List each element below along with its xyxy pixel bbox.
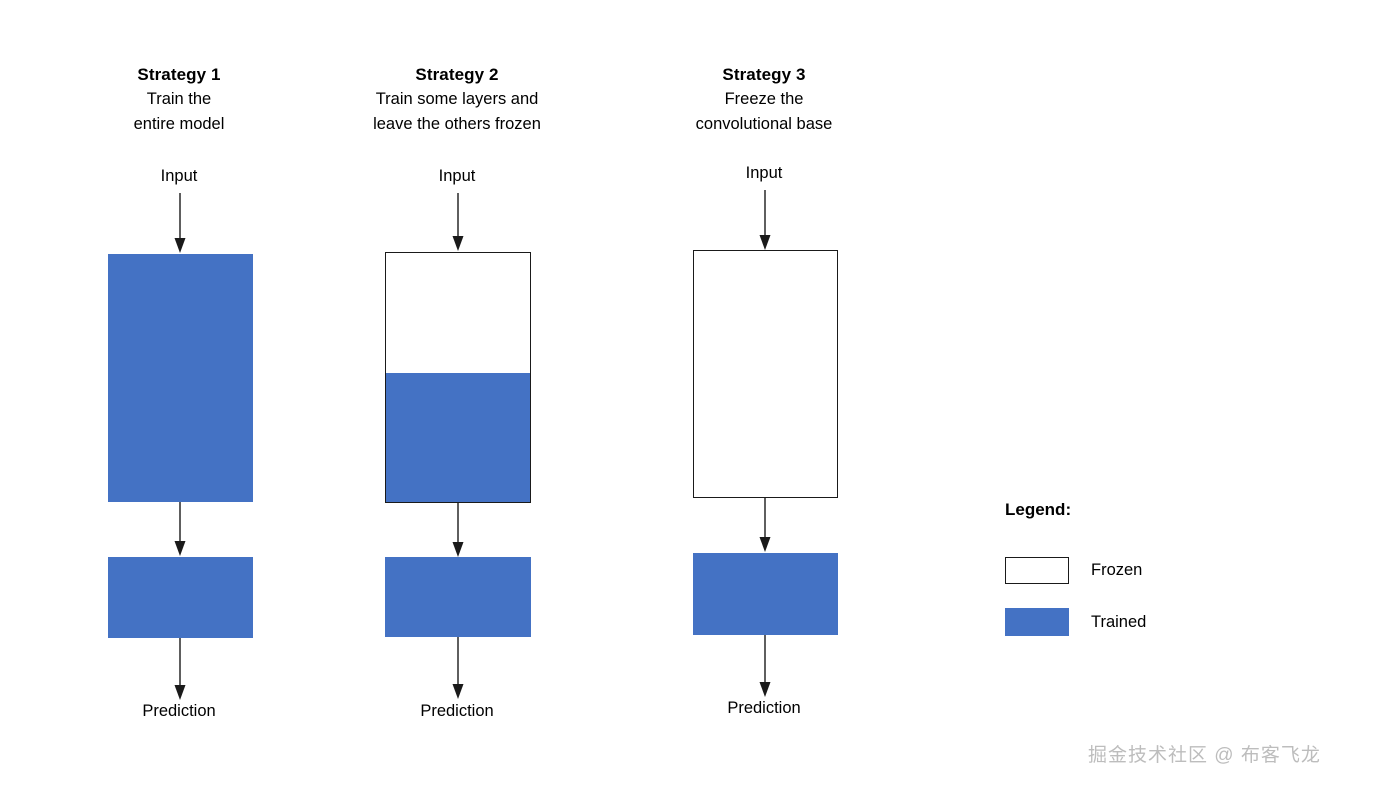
legend-swatch-trained	[1005, 608, 1069, 636]
head-block-strategy-2	[385, 557, 531, 637]
arrow-base-to-head-strategy-1	[174, 502, 186, 556]
arrow-input-to-base-strategy-2	[452, 193, 464, 251]
arrow-input-to-base-strategy-3	[759, 190, 771, 250]
prediction-label-strategy-2: Prediction	[420, 702, 494, 720]
prediction-label-strategy-1: Prediction	[142, 702, 216, 720]
arrow-head-to-prediction-strategy-2	[452, 637, 464, 699]
head-block-strategy-1	[108, 557, 253, 638]
head-block-strategy-3	[693, 553, 838, 635]
column-title: Strategy 3	[722, 65, 806, 84]
base-block-strategy-2	[385, 252, 531, 503]
input-label-strategy-1: Input	[160, 167, 198, 185]
legend-label-frozen: Frozen	[1091, 561, 1143, 579]
arrow-base-to-head-strategy-3	[759, 498, 771, 552]
input-label-strategy-2: Input	[438, 167, 476, 185]
column-subtitle-line2: entire model	[133, 115, 225, 133]
arrow-base-to-head-strategy-2	[452, 503, 464, 557]
column-subtitle-line1: Train the	[146, 90, 212, 108]
column-header-strategy-2: Strategy 2 Train some layers and leave t…	[307, 62, 607, 137]
legend-label-trained: Trained	[1091, 613, 1147, 631]
column-subtitle-line2: leave the others frozen	[373, 115, 541, 133]
column-title: Strategy 1	[137, 65, 221, 84]
arrow-input-to-base-strategy-1	[174, 193, 186, 253]
legend-title: Legend:	[1005, 500, 1072, 519]
base-block-strategy-1	[108, 254, 253, 502]
column-header-strategy-3: Strategy 3 Freeze the convolutional base	[614, 62, 914, 137]
column-title: Strategy 2	[415, 65, 499, 84]
legend-swatch-frozen	[1005, 557, 1069, 584]
column-subtitle-line2: convolutional base	[695, 115, 833, 133]
column-subtitle-line1: Freeze the	[724, 90, 804, 108]
watermark-text: 掘金技术社区 @ 布客飞龙	[1088, 745, 1321, 766]
arrow-head-to-prediction-strategy-3	[759, 635, 771, 697]
column-header-strategy-1: Strategy 1 Train the entire model	[29, 62, 329, 137]
prediction-label-strategy-3: Prediction	[727, 699, 801, 717]
base-block-trained-portion	[386, 372, 530, 502]
base-block-strategy-3	[693, 250, 838, 498]
column-subtitle-line1: Train some layers and	[375, 90, 539, 108]
arrow-head-to-prediction-strategy-1	[174, 638, 186, 700]
input-label-strategy-3: Input	[745, 164, 783, 182]
